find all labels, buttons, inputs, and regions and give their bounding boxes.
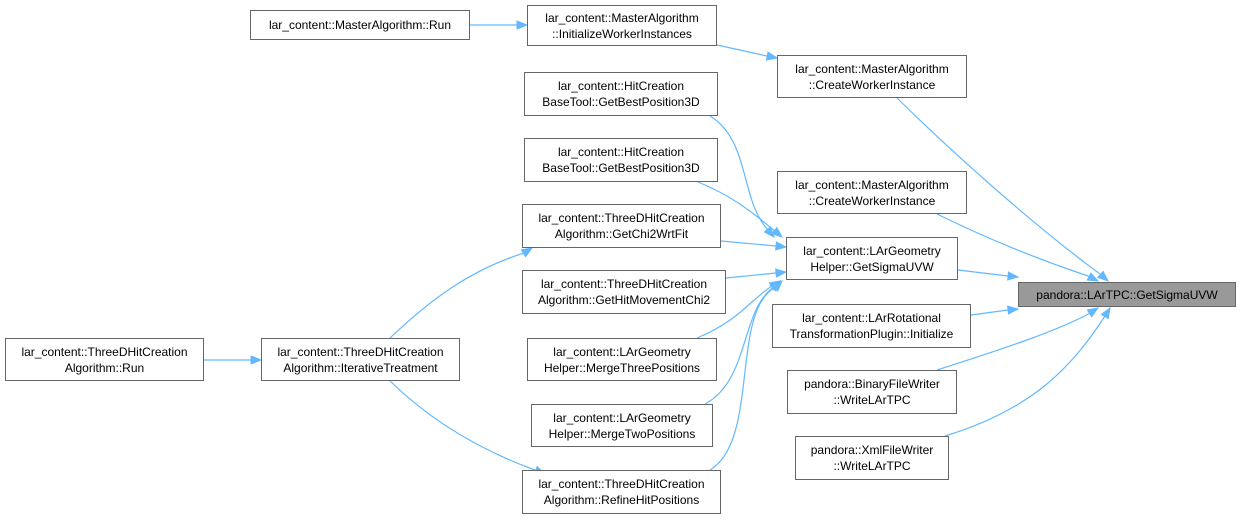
edge-initialize-to-create-worker <box>716 44 779 61</box>
node-label-line-1: lar_content::ThreeDHitCreation <box>538 211 705 225</box>
node-xml-file-writer-write-lar-tpc[interactable]: pandora::XmlFileWriter ::WriteLArTPC <box>795 436 949 480</box>
node-three-d-hit-creation-get-chi2-wrt-fit[interactable]: lar_content::ThreeDHitCreation Algorithm… <box>522 204 721 248</box>
node-lar-geometry-helper-merge-three-positions[interactable]: lar_content::LArGeometry Helper::MergeTh… <box>527 338 717 381</box>
node-hit-creation-base-tool-get-best-position-3d-2[interactable]: lar_content::HitCreation BaseTool::GetBe… <box>524 138 718 182</box>
arrowhead <box>763 225 775 239</box>
node-label-line-2: ::WriteLArTPC <box>833 459 911 473</box>
edge-rotational-to-focus <box>970 305 1020 316</box>
edge-binary-to-focus <box>936 307 1100 371</box>
arrowhead <box>250 355 263 365</box>
edge-refine-to-helper <box>709 280 783 471</box>
node-label-line-1: lar_content::LArRotational <box>802 311 941 325</box>
node-lar-tpc-get-sigma-uvw-focus: pandora::LArTPC::GetSigmaUVW <box>1018 282 1236 307</box>
arrowhead <box>765 51 779 61</box>
arrowhead <box>1100 306 1111 320</box>
node-label-line-2: Helper::MergeThreePositions <box>543 360 701 375</box>
node-label-line-1: lar_content::MasterAlgorithm <box>795 177 949 192</box>
node-label-line-1: lar_content::LArGeometry <box>803 243 941 258</box>
edge-chi2-to-helper <box>720 240 788 251</box>
edge-line <box>944 315 1106 437</box>
node-label-line-2: ::CreateWorkerInstance <box>808 193 936 208</box>
node-label-line-1: lar_content::MasterAlgorithm <box>545 10 699 25</box>
edge-line <box>936 213 1089 277</box>
node-three-d-hit-creation-refine-hit-positions[interactable]: lar_content::ThreeDHitCreation Algorithm… <box>522 470 721 514</box>
edge-line <box>957 269 1009 277</box>
node-label-line-1: lar_content::ThreeDHitCreation <box>538 477 705 491</box>
node-label-line-1: lar_content::MasterAlgorithm <box>795 61 949 76</box>
node-label-line-1: lar_content::ThreeDHitCreation <box>277 344 444 359</box>
edge-line <box>709 286 777 471</box>
edge-line <box>936 312 1091 371</box>
edge-line <box>970 309 1009 316</box>
edge-line <box>389 252 525 339</box>
node-label-line-2: Algorithm::RefineHitPositions <box>543 493 700 507</box>
node-label-line-1: lar_content::HitCreation <box>557 79 685 93</box>
edge-create-worker-1-to-focus <box>896 97 1110 282</box>
arrowhead <box>516 20 529 30</box>
edge-create-worker-2-to-focus <box>936 213 1100 282</box>
edge-run-3d-to-iterative <box>204 355 263 365</box>
arrowhead <box>770 226 784 238</box>
edge-line <box>389 380 536 471</box>
edge-line <box>697 181 777 233</box>
arrowhead <box>1007 271 1020 281</box>
node-label-line-2: Algorithm::GetHitMovementChi2 <box>537 293 711 307</box>
node-label: pandora::LArTPC::GetSigmaUVW <box>1036 287 1218 302</box>
edge-iterative-to-chi2 <box>389 247 534 339</box>
node-label-line-2: TransformationPlugin::Initialize <box>789 327 954 341</box>
node-master-algorithm-run[interactable]: lar_content::MasterAlgorithm::Run <box>250 10 470 40</box>
edge-iterative-to-refine <box>389 380 547 475</box>
arrowhead <box>1096 270 1110 282</box>
node-label-line-2: ::CreateWorkerInstance <box>808 77 936 92</box>
node-lar-geometry-helper-merge-two-positions[interactable]: lar_content::LArGeometry Helper::MergeTw… <box>531 404 713 447</box>
arrowhead <box>775 241 788 251</box>
node-binary-file-writer-write-lar-tpc[interactable]: pandora::BinaryFileWriter ::WriteLArTPC <box>787 370 957 414</box>
edge-line <box>725 272 777 279</box>
node-label-line-1: lar_content::LArGeometry <box>553 344 691 359</box>
edge-run-to-initialize <box>470 20 529 30</box>
edge-line <box>896 97 1101 275</box>
node-master-algorithm-create-worker-instance-2[interactable]: lar_content::MasterAlgorithm ::CreateWor… <box>777 171 967 214</box>
edge-line <box>720 240 777 247</box>
node-label-line-2: Algorithm::GetChi2WrtFit <box>554 227 689 241</box>
node-lar-geometry-helper-get-sigma-uvw[interactable]: lar_content::LArGeometry Helper::GetSigm… <box>786 237 958 280</box>
node-master-algorithm-initialize-worker-instances[interactable]: lar_content::MasterAlgorithm ::Initializ… <box>527 5 717 46</box>
node-label-line-1: pandora::XmlFileWriter <box>810 443 934 457</box>
node-label: lar_content::MasterAlgorithm::Run <box>268 18 452 32</box>
node-label-line-1: pandora::BinaryFileWriter <box>804 377 940 391</box>
node-label-line-2: Algorithm::IterativeTreatment <box>283 360 438 375</box>
node-three-d-hit-creation-get-hit-movement-chi2[interactable]: lar_content::ThreeDHitCreation Algorithm… <box>522 270 726 314</box>
node-label-line-2: Algorithm::Run <box>64 360 145 375</box>
arrowhead <box>1086 307 1100 318</box>
edge-helper-to-focus <box>957 269 1020 281</box>
node-label-line-1: lar_content::ThreeDHitCreation <box>21 344 188 359</box>
node-lar-rotational-transformation-plugin-initialize[interactable]: lar_content::LArRotational Transformatio… <box>772 304 971 348</box>
node-label-line-1: lar_content::HitCreation <box>557 145 685 159</box>
arrowhead <box>1086 272 1100 282</box>
node-label-line-2: ::WriteLArTPC <box>833 393 911 407</box>
node-master-algorithm-create-worker-instance-1[interactable]: lar_content::MasterAlgorithm ::CreateWor… <box>777 55 967 98</box>
node-label-line-1: lar_content::ThreeDHitCreation <box>540 277 708 291</box>
edge-movement-to-helper <box>725 268 788 279</box>
node-label-line-2: Helper::MergeTwoPositions <box>548 426 696 441</box>
arrowhead <box>520 247 534 258</box>
edge-line <box>696 285 773 339</box>
edge-best-pos-2-to-helper <box>697 181 784 238</box>
arrowhead <box>771 280 783 292</box>
node-label-line-2: BaseTool::GetBestPosition3D <box>542 161 700 175</box>
arrowhead <box>775 268 788 278</box>
node-label-line-2: Helper::GetSigmaUVW <box>810 259 934 274</box>
node-three-d-hit-creation-run[interactable]: lar_content::ThreeDHitCreation Algorithm… <box>5 338 204 381</box>
node-three-d-hit-creation-iterative-treatment[interactable]: lar_content::ThreeDHitCreation Algorithm… <box>261 338 460 381</box>
node-label-line-2: ::InitializeWorkerInstances <box>552 26 692 41</box>
arrowhead <box>1007 305 1020 315</box>
edge-xml-to-focus <box>944 306 1111 437</box>
node-label-line-2: BaseTool::GetBestPosition3D <box>542 95 700 109</box>
node-label-line-1: lar_content::LArGeometry <box>553 410 691 425</box>
edge-line <box>716 44 768 57</box>
node-hit-creation-base-tool-get-best-position-3d-1[interactable]: lar_content::HitCreation BaseTool::GetBe… <box>524 72 718 116</box>
